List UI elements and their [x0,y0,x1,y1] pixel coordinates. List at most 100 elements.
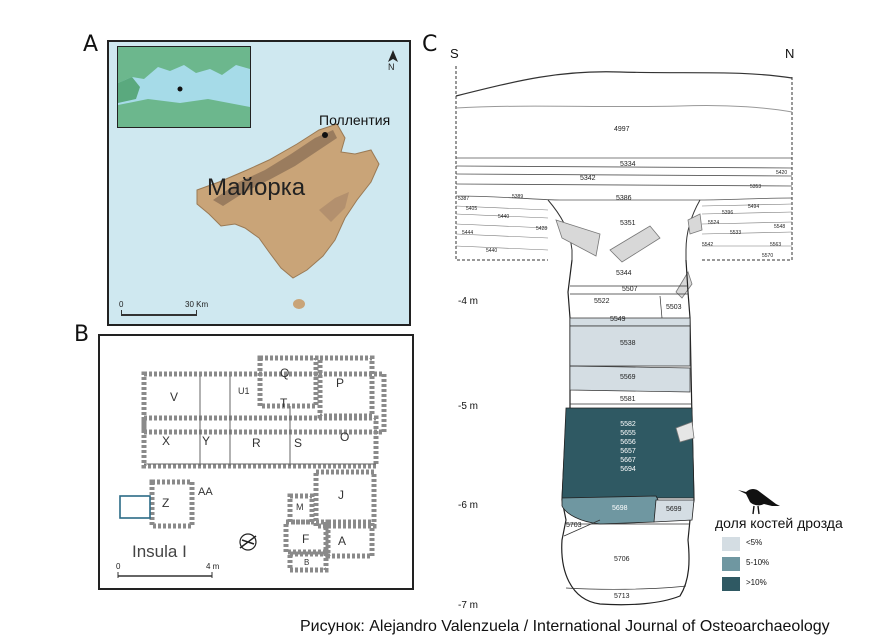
wall-outer-north [141,371,387,435]
layer-label-5538: 5538 [620,340,636,347]
pollentia-label: Поллентия [319,112,391,128]
dense-layer-label: 5657 [620,448,636,455]
dense-layer-label: 5582 [620,421,636,428]
layer-label-5444: 5444 [462,230,474,236]
room-label-s: S [294,436,303,450]
pit-bowl [547,199,701,260]
dense-layer-label: 5656 [620,439,636,446]
map-scale-tick-left [121,310,122,316]
dense-layer-label: 5694 [620,466,636,473]
map-graphic [196,123,380,309]
layer-label-5386: 5386 [616,195,632,202]
inset-map [117,46,251,128]
inset-location-marker [177,86,183,92]
rubble-block-dense [675,421,695,443]
layer-label-5440-lower: 5440 [486,248,498,254]
layer-label-5542: 5542 [702,242,714,248]
pollentia-marker [322,132,328,138]
room-label-r: R [252,436,261,450]
mallorca-label: Майорка [207,174,306,201]
layer-label-5494: 5494 [748,204,760,210]
panel-label-b: B [74,322,90,347]
layer-label-5387: 5387 [458,196,470,202]
depth-label-4: -4 m [458,296,478,307]
rubble-block-edge [687,213,703,235]
room-label-p: P [336,376,345,390]
legend-swatch-high [722,577,740,591]
layer-label-5420: 5420 [776,170,788,176]
room-label-b: B [304,558,310,567]
layer-label-5353: 5353 [750,184,762,190]
legend-label-low: <5% [746,538,763,547]
room-label-q: Q [280,366,290,380]
rubble-block-shaft [675,271,693,299]
wall-room-m [287,493,315,525]
inset-africa-land [118,99,250,127]
trench-boundary [455,76,793,261]
inset-map-graphic [118,47,250,127]
legend-title: доля костей дрозда [715,515,843,531]
small-islet [293,299,305,309]
layer-label-5698: 5698 [612,505,628,512]
thrush-bird-icon [736,484,782,516]
layer-label-5389: 5389 [512,194,524,200]
room-label-f: F [302,532,310,546]
layer-label-5581: 5581 [620,396,636,403]
layer-label-5405: 5405 [466,206,478,212]
room-label-u1: U1 [238,386,250,396]
panel-label-a: A [83,32,99,57]
ground-surface [455,71,793,97]
highlighted-sector [119,495,151,519]
room-label-y: Y [202,434,211,448]
mallorca-island-shape [196,123,380,279]
layer-label-5351: 5351 [620,220,636,227]
layer-label-4997: 4997 [614,126,630,133]
room-label-z: Z [162,496,170,510]
insula-label: Insula I [132,542,187,561]
north-label: N [388,62,395,72]
section-dir-right: N [785,46,795,61]
layer-label-5344: 5344 [616,270,632,277]
room-label-v: V [170,390,179,404]
compass-icon [239,533,257,551]
plan-scale-end: 4 m [206,562,220,571]
layer-label-5524: 5524 [708,220,720,226]
layer-label-5699: 5699 [666,506,682,513]
mountain-ridge [213,130,337,206]
layer-label-5713: 5713 [614,593,630,600]
room-label-x: X [162,434,171,448]
room-label-a: A [338,534,347,548]
wall-room-z [149,479,195,529]
room-label-m: M [296,502,304,512]
plan-graphic [117,355,387,578]
layer-label-5563: 5563 [770,242,782,248]
layer-label-5342: 5342 [580,175,596,182]
legend-label-mid: 5-10% [746,558,770,567]
legend-swatch-low [722,537,740,551]
dense-layer-label: 5667 [620,457,636,464]
plan-panel: V U1 Q P T X Y R S O Z AA J M F A B Insu… [98,334,414,590]
layer-label-5569: 5569 [620,374,636,381]
panel-label-c: C [422,32,438,57]
thrush-bird-svg [738,489,780,515]
layer-label-5706: 5706 [614,556,630,563]
layer-label-5570: 5570 [762,253,774,259]
map-scale-end: 30 Km [185,300,209,309]
wall-room-p [317,355,375,419]
room-label-o: O [340,430,350,444]
legend-swatch-mid [722,557,740,571]
layer-label-5549: 5549 [610,316,626,323]
section-dir-left: S [450,46,459,61]
layer-label-5522: 5522 [594,298,610,305]
layer-label-5428: 5428 [536,226,548,232]
map-scale-tick-right [196,310,197,316]
depth-label-6: -6 m [458,500,478,511]
legend-label-high: >10% [746,578,767,587]
layer-5698-fill [561,495,660,525]
depth-label-5: -5 m [458,401,478,412]
room-label-t: T [280,396,288,410]
wall-room-q [257,355,319,409]
north-arrow-icon: N [387,50,399,76]
wall-room-b [287,551,329,573]
north-arrow-svg [388,50,398,62]
